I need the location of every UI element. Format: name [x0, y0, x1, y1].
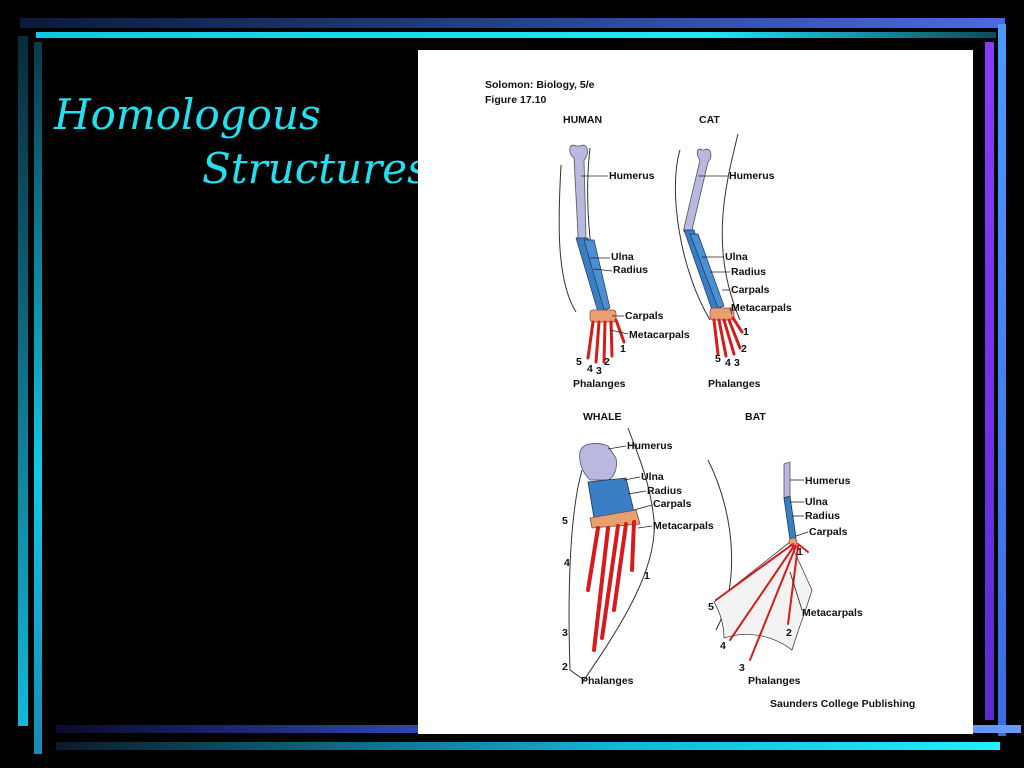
human-header: HUMAN: [563, 114, 602, 126]
human-metacarpals-label: Metacarpals: [629, 329, 690, 341]
whale-metacarpals-label: Metacarpals: [653, 520, 714, 532]
bat-digit-4: 4: [720, 640, 726, 652]
bat-radius-label: Radius: [805, 510, 840, 522]
frame-top-bar-dark: [20, 18, 1005, 28]
human-phalanges-label: Phalanges: [573, 378, 626, 390]
frame-right-bar-blue: [998, 24, 1006, 736]
source-line-2: Figure 17.10: [485, 94, 546, 106]
cat-metacarpals-label: Metacarpals: [731, 302, 792, 314]
bat-ulna-label: Ulna: [805, 496, 828, 508]
bat-humerus-label: Humerus: [805, 475, 851, 487]
human-ulna-label: Ulna: [611, 251, 634, 263]
whale-digit-3: 3: [562, 627, 568, 639]
human-digit-2: 2: [604, 356, 610, 368]
whale-digit-4: 4: [564, 557, 570, 569]
figure-canvas: Solomon: Biology, 5/e Figure 17.10 HUMAN…: [485, 79, 915, 710]
cat-ulna-label: Ulna: [725, 251, 748, 263]
cat-digit-4: 4: [725, 357, 731, 369]
cat-digits: [712, 316, 744, 358]
human-panel: HUMAN Humerus Ulna Radius Carpals Metaca…: [558, 114, 690, 390]
bat-digit-1: 1: [797, 546, 803, 558]
bat-header: BAT: [745, 411, 766, 423]
bat-panel: BAT Humerus Ulna Radius Carpals Metacarp…: [707, 411, 863, 687]
source-line-1: Solomon: Biology, 5/e: [485, 79, 595, 91]
human-digit-1: 1: [620, 343, 626, 355]
human-digit-3: 3: [596, 365, 602, 377]
cat-phalanges-label: Phalanges: [708, 378, 761, 390]
cat-digit-3: 3: [734, 357, 740, 369]
bat-digit-3: 3: [739, 662, 745, 674]
frame-right-bar-purple: [985, 42, 994, 720]
title-line-1: Homologous: [54, 90, 321, 139]
whale-digit-1: 1: [644, 570, 650, 582]
whale-phalanges-label: Phalanges: [581, 675, 634, 687]
whale-digits: [586, 520, 636, 652]
whale-humerus: [579, 443, 617, 481]
human-radius: [583, 239, 611, 311]
whale-digit-2: 2: [562, 661, 568, 673]
frame-top-bar-cyan: [36, 32, 996, 38]
human-digits: [586, 318, 626, 364]
cat-radius: [689, 233, 725, 309]
cat-digit-1: 1: [743, 326, 749, 338]
bat-digits: [715, 543, 809, 661]
human-humerus-label: Humerus: [609, 170, 655, 182]
whale-carpals-label: Carpals: [653, 498, 692, 510]
bat-phalanges-label: Phalanges: [748, 675, 801, 687]
human-digit-5: 5: [576, 356, 582, 368]
whale-panel: WHALE Humerus Ulna Radius Carpals Metaca…: [562, 411, 714, 687]
bat-metacarpals-label: Metacarpals: [802, 607, 863, 619]
bat-humerus: [783, 461, 791, 499]
frame-left-bar-cyan: [34, 42, 42, 754]
homology-figure: Solomon: Biology, 5/e Figure 17.10 HUMAN…: [418, 50, 973, 734]
slide-title: Homologous Structures: [54, 88, 429, 196]
human-humerus: [569, 144, 588, 241]
cat-digit-2: 2: [741, 343, 747, 355]
bat-carpals-label: Carpals: [809, 526, 848, 538]
cat-carpals-label: Carpals: [731, 284, 770, 296]
whale-humerus-label: Humerus: [627, 440, 673, 452]
whale-ulna-label: Ulna: [641, 471, 664, 483]
whale-digit-5: 5: [562, 515, 568, 527]
human-carpals-label: Carpals: [625, 310, 664, 322]
human-radius-label: Radius: [613, 264, 648, 276]
bat-digit-5: 5: [708, 601, 714, 613]
frame-bottom-bar-cyan: [56, 742, 1000, 750]
title-line-2: Structures: [202, 144, 429, 193]
cat-header: CAT: [699, 114, 720, 126]
cat-carpals: [709, 307, 735, 321]
cat-panel: CAT Humerus Ulna Radius Carpals Metacarp…: [674, 114, 792, 390]
frame-left-bar-dark: [18, 36, 28, 726]
whale-header: WHALE: [583, 411, 622, 423]
whale-radius-label: Radius: [647, 485, 682, 497]
publisher-credit: Saunders College Publishing: [770, 698, 915, 710]
cat-humerus: [683, 148, 712, 234]
cat-digit-5: 5: [715, 353, 721, 365]
bat-forearm: [783, 495, 797, 541]
cat-humerus-label: Humerus: [729, 170, 775, 182]
cat-radius-label: Radius: [731, 266, 766, 278]
human-digit-4: 4: [587, 363, 593, 375]
bat-digit-2: 2: [786, 627, 792, 639]
